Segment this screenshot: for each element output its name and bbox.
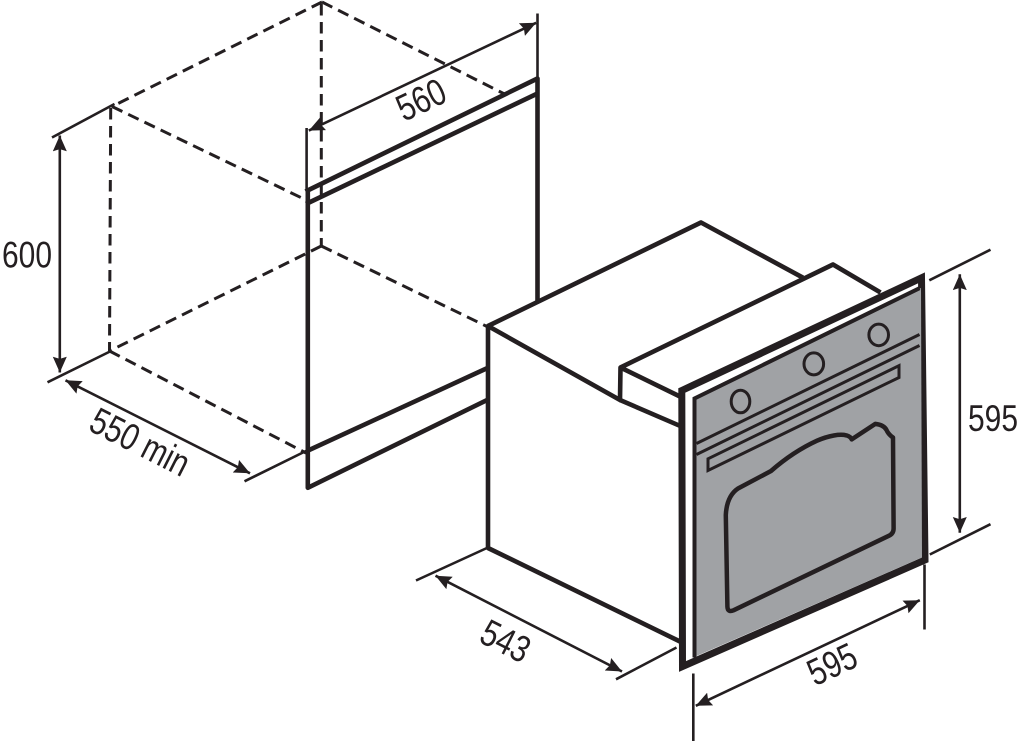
- svg-text:595: 595: [800, 634, 863, 693]
- svg-text:560: 560: [389, 70, 452, 129]
- svg-text:600: 600: [2, 234, 52, 276]
- svg-text:595: 595: [968, 397, 1018, 439]
- svg-text:543: 543: [474, 611, 538, 671]
- svg-text:550 min: 550 min: [83, 399, 197, 484]
